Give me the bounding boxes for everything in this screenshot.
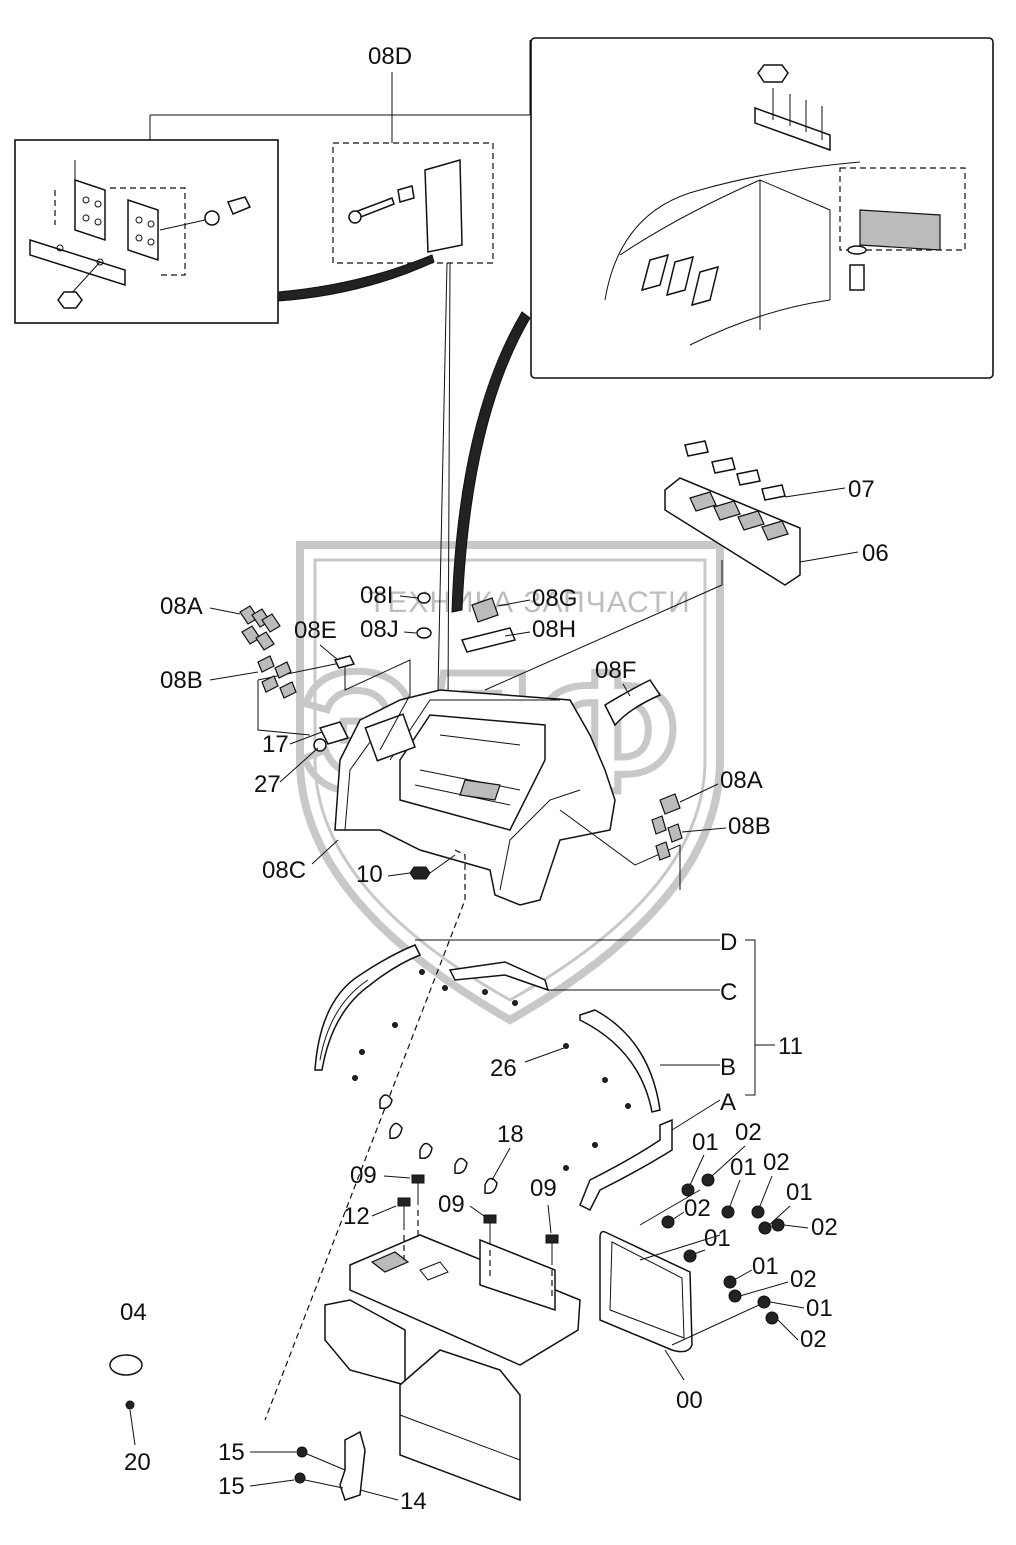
label-09-c: 09 [530,1175,557,1202]
label-D: D [720,929,737,956]
label-11: 11 [778,1033,803,1060]
label-02-e: 02 [790,1266,817,1293]
label-18: 18 [497,1121,524,1148]
label-08J: 08J [360,616,399,643]
label-10: 10 [356,861,383,888]
label-01-d: 01 [704,1225,731,1252]
part-06-07-panel: 07 06 [484,440,889,691]
trim-strips-11: D C 11 B A 26 [314,929,803,1212]
loose-parts-04-20: 04 20 [109,1299,151,1476]
label-01-f: 01 [806,1295,833,1322]
label-09-b: 09 [438,1191,465,1218]
label-02-a: 02 [735,1119,762,1146]
label-02-d: 02 [811,1214,838,1241]
label-02-b: 02 [763,1149,790,1176]
label-26: 26 [490,1055,517,1082]
clips-18: 18 [379,1094,524,1195]
label-14: 14 [400,1488,427,1515]
label-08F: 08F [595,657,636,684]
label-C: C [720,979,737,1006]
console-body [257,659,681,1421]
label-17: 17 [262,731,289,758]
label-08I: 08I [360,582,393,609]
label-08E: 08E [294,617,337,644]
label-08B-left: 08B [160,667,203,694]
screws-01-02 [661,1173,785,1325]
label-07: 07 [848,476,875,503]
label-20: 20 [124,1449,151,1476]
label-08B-right: 08B [728,813,771,840]
detail-box-left [14,139,279,324]
label-01-a: 01 [692,1129,719,1156]
label-08H: 08H [532,616,576,643]
label-B: B [720,1054,736,1081]
label-01-c: 01 [786,1179,813,1206]
console-labels: 08I 08G 08J 08H 08A 08E 08B 08F 17 27 08… [160,582,771,888]
label-00: 00 [676,1387,703,1414]
label-04: 04 [120,1299,147,1326]
detail-box-right [451,37,994,613]
label-09-a: 09 [350,1162,377,1189]
label-01-b: 01 [730,1154,757,1181]
label-02-c: 02 [684,1195,711,1222]
detail-box-08D: 08D [149,40,531,706]
label-08A-right: 08A [720,767,763,794]
small-parts-08 [239,592,683,861]
label-06: 06 [862,540,889,567]
label-15-b: 15 [218,1473,245,1500]
label-01-e: 01 [752,1253,779,1280]
label-A: A [720,1089,736,1116]
label-08D: 08D [368,43,412,70]
bracket-14-15: 15 15 14 [218,1430,427,1515]
label-12: 12 [343,1203,370,1230]
watermark-caption: ТЕХНИКА ЗАПЧАСТИ [368,586,691,619]
label-15-a: 15 [218,1439,245,1466]
cover-00: 00 01 02 01 02 02 01 02 01 01 02 01 [599,1119,838,1414]
label-08G: 08G [532,585,577,612]
label-08C: 08C [262,857,306,884]
lower-frame: 09 12 09 09 [324,1162,581,1502]
label-27: 27 [254,771,281,798]
label-02-f: 02 [800,1326,827,1353]
label-08A-left: 08A [160,593,203,620]
